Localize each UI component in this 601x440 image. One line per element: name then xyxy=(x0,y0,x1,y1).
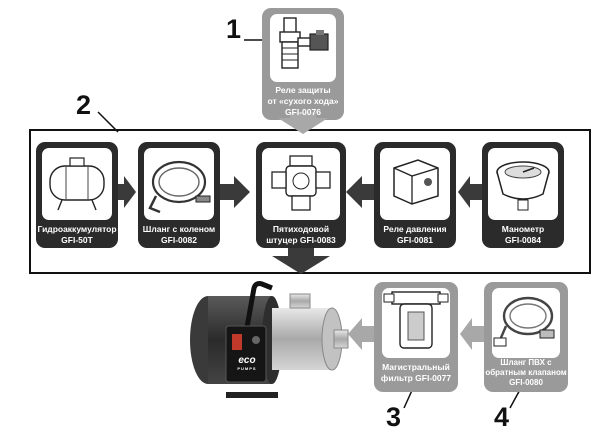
label-relay-dry-run: Реле защиты от «сухого хода» GFI-0076 xyxy=(262,85,344,118)
pump-brand-sub: PUMPS xyxy=(237,366,257,371)
hose-elbow-line1: Шланг с коленом xyxy=(142,224,216,234)
callout-3: 3 xyxy=(386,402,402,432)
pressure-relay-line1: Реле давления xyxy=(383,224,447,234)
arrow-manometer-to-relay xyxy=(458,176,482,208)
pump-brand: eco xyxy=(238,355,256,366)
label-pressure-relay: Реле давления GFI-0081 xyxy=(374,224,456,246)
arrow-accumulator-to-hose xyxy=(118,176,136,208)
manometer-line1: Манометр xyxy=(501,224,545,234)
callout-1: 1 xyxy=(226,14,242,44)
card-pressure-relay xyxy=(374,142,456,248)
pump-brand-logo: eco PUMPS xyxy=(231,355,263,372)
card-manometer xyxy=(482,142,564,248)
card-relay-dry-run xyxy=(262,8,344,120)
pressure-relay-code: GFI-0081 xyxy=(397,235,433,245)
arrow-hose-to-filter xyxy=(460,318,484,350)
card-hose-elbow xyxy=(138,142,220,248)
accumulator-line1: Гидроаккумулятор xyxy=(37,224,117,234)
relay-dry-run-code: GFI-0076 xyxy=(285,107,321,117)
card-main-filter xyxy=(374,282,458,392)
pvc-hose-line2: обратным клапаном xyxy=(485,368,567,377)
arrow-filter-to-pump xyxy=(348,318,374,350)
label-hose-elbow: Шланг с коленом GFI-0082 xyxy=(138,224,220,246)
callout-4: 4 xyxy=(494,402,510,432)
relay-dry-run-line2: от «сухого хода» xyxy=(267,96,339,106)
label-main-filter: Магистральный фильтр GFI-0077 xyxy=(374,362,458,384)
arrow-relay-to-frame xyxy=(278,112,328,134)
main-filter-line1: Магистральный xyxy=(382,362,450,372)
pvc-hose-line1: Шланг ПВХ с xyxy=(500,358,552,367)
card-pvc-hose xyxy=(484,282,568,392)
arrow-hose-to-fitting xyxy=(220,176,250,208)
card-accumulator xyxy=(36,142,118,248)
accumulator-code: GFI-50T xyxy=(61,235,93,245)
arrow-fitting-down xyxy=(272,248,330,274)
main-filter-line2: фильтр GFI-0077 xyxy=(380,373,452,383)
group-frame xyxy=(29,129,591,274)
callout-2-leader xyxy=(97,111,119,133)
pvc-hose-code: GFI-0080 xyxy=(509,378,543,387)
arrow-relay-to-fitting xyxy=(346,176,374,208)
relay-dry-run-line1: Реле защиты xyxy=(275,85,331,95)
label-manometer: Манометр GFI-0084 xyxy=(482,224,564,246)
card-five-way-fitting xyxy=(256,142,346,248)
pump-illustration xyxy=(190,281,349,398)
hose-elbow-code: GFI-0082 xyxy=(161,235,197,245)
manometer-code: GFI-0084 xyxy=(505,235,541,245)
label-pvc-hose: Шланг ПВХ с обратным клапаном GFI-0080 xyxy=(484,358,568,388)
five-way-fitting-line1: Пятиходовой xyxy=(272,224,330,234)
label-accumulator: Гидроаккумулятор GFI-50T xyxy=(34,224,120,246)
label-five-way-fitting: Пятиходовой штуцер GFI-0083 xyxy=(256,224,346,246)
callout-2: 2 xyxy=(76,90,92,120)
five-way-fitting-line2: штуцер GFI-0083 xyxy=(266,235,336,245)
